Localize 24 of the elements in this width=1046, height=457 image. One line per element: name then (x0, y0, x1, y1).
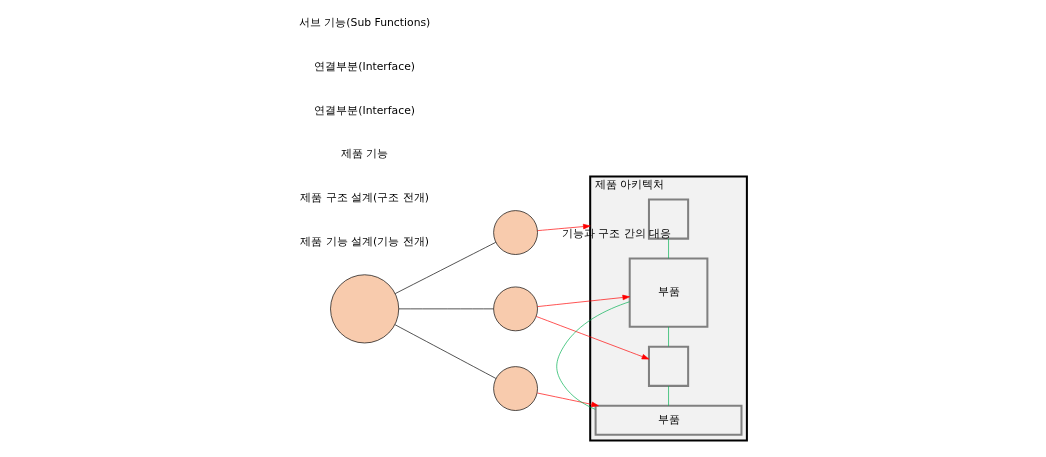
arrow (537, 392, 599, 408)
node-box: 부품 (628, 257, 709, 328)
arrow (537, 294, 630, 307)
label: 제품 기능 설계(기능 전개) (300, 235, 429, 249)
node-circle (493, 286, 538, 332)
label: 연결부분(Interface) (314, 59, 415, 73)
connector (394, 242, 497, 294)
connector (394, 324, 497, 379)
node-box (647, 345, 690, 387)
node-box: 부품 (594, 404, 743, 436)
node-circle (330, 274, 400, 344)
node-circle (493, 210, 538, 255)
connector (668, 385, 669, 407)
label: 제품 구조 설계(구조 전개) (300, 191, 429, 205)
arrow (536, 316, 650, 360)
connector (668, 326, 669, 347)
label: 서브 기능(Sub Functions) (298, 15, 431, 29)
connector (668, 238, 669, 259)
label: 제품 기능 (340, 147, 389, 161)
label: 연결부분(Interface) (314, 103, 415, 117)
arrow (537, 223, 591, 231)
node-box (647, 198, 690, 240)
node-circle (493, 366, 538, 411)
connector (556, 301, 630, 410)
